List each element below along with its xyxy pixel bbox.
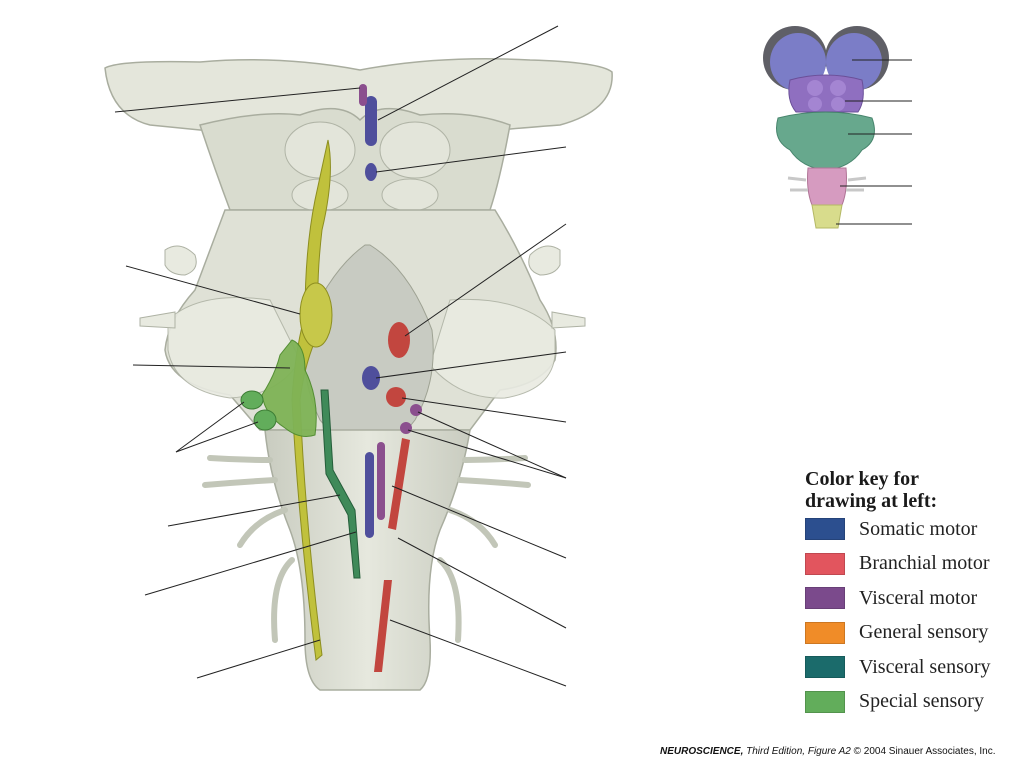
legend-label: Visceral sensory <box>859 655 991 678</box>
cochlear-nucleus-ventral <box>253 409 277 431</box>
facial-motor-nucleus <box>386 387 406 407</box>
legend-item-special-sensory: Special sensory <box>805 685 1020 720</box>
legend-swatch <box>805 690 845 713</box>
inset-brainstem <box>763 26 889 229</box>
abducens-nucleus <box>362 366 380 390</box>
leader-lines-main <box>114 25 567 687</box>
principal-trigeminal-nucleus <box>299 282 333 348</box>
superior-colliculus-left <box>284 121 356 179</box>
legend-title-line2: drawing at left: <box>805 490 938 512</box>
hypoglossal-nucleus <box>365 452 374 538</box>
legend-item-visceral-sensory: Visceral sensory <box>805 650 1020 685</box>
inset-spinal <box>811 204 843 229</box>
cochlear-nucleus-dorsal <box>240 390 264 410</box>
edinger-westphal-nucleus <box>359 84 367 106</box>
legend-swatch <box>805 656 845 679</box>
cranial-nerve-nuclei <box>240 84 422 672</box>
inset-pons <box>776 111 875 171</box>
nerve-root-right-upper <box>528 245 561 276</box>
legend-item-somatic-motor: Somatic motor <box>805 512 1020 547</box>
inset-colliculus-3 <box>808 97 822 111</box>
inferior-colliculus-right <box>381 178 439 212</box>
legend-label: Branchial motor <box>859 552 990 575</box>
superior-colliculus-right <box>379 121 451 179</box>
legend-swatch <box>805 587 845 610</box>
legend-title-line1: Color key for <box>805 468 920 490</box>
caption-edition: Third Edition, Figure A2 <box>746 746 851 757</box>
leader-lines-inset <box>836 59 912 225</box>
solitary-nucleus <box>320 389 361 579</box>
nerve-root-left-upper <box>164 245 197 276</box>
inferior-salivatory-nucleus <box>400 422 412 434</box>
superior-salivatory-nucleus <box>410 404 422 416</box>
legend-item-general-sensory: General sensory <box>805 616 1020 651</box>
legend-label: Somatic motor <box>859 517 978 540</box>
oculomotor-nucleus <box>365 96 377 146</box>
legend-swatch <box>805 518 845 541</box>
legend-swatch <box>805 552 845 575</box>
spinal-accessory-nucleus <box>374 580 392 672</box>
inset-colliculus-1 <box>807 80 823 96</box>
rootlets-left <box>202 455 295 643</box>
color-key-legend: Color key for drawing at left: Somatic m… <box>805 468 1020 719</box>
trochlear-nucleus <box>365 163 377 181</box>
legend-swatch <box>805 621 845 644</box>
inset-midbrain <box>788 74 864 113</box>
nucleus-ambiguus <box>388 438 410 530</box>
midbrain-region <box>199 107 511 211</box>
inset-colliculus-2 <box>830 80 846 96</box>
cerebellar-peduncle-right <box>429 298 556 399</box>
nerve-root-right-lower <box>551 311 586 329</box>
figure-caption: NEUROSCIENCE, Third Edition, Figure A2 ©… <box>660 746 996 757</box>
inset-colliculus-4 <box>831 97 845 111</box>
legend-label: General sensory <box>859 621 989 644</box>
legend-label: Special sensory <box>859 690 984 713</box>
thalamus-region <box>104 58 613 136</box>
caption-book-title: NEUROSCIENCE, <box>660 746 744 757</box>
legend-item-branchial-motor: Branchial motor <box>805 547 1020 582</box>
legend-label: Visceral motor <box>859 586 978 609</box>
caption-copyright: © 2004 Sinauer Associates, Inc. <box>853 746 996 757</box>
nerve-root-left-lower <box>139 311 176 329</box>
brainstem-main-drawing <box>104 58 613 691</box>
legend-item-visceral-motor: Visceral motor <box>805 581 1020 616</box>
trigeminal-motor-nucleus <box>388 322 410 358</box>
vestibular-nucleus-complex <box>261 339 317 437</box>
dorsal-motor-nucleus-vagus <box>377 442 385 520</box>
